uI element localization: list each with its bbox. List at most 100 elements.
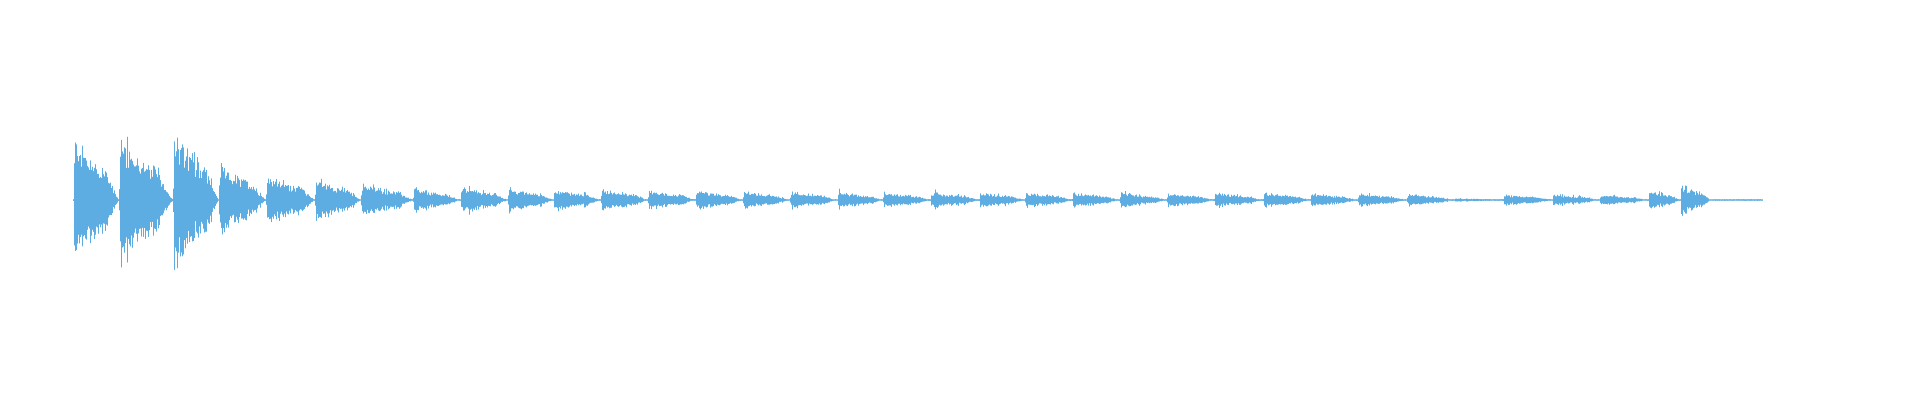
- waveform-sample: [961, 195, 962, 204]
- waveform-sample: [929, 199, 930, 201]
- waveform-sample: [643, 198, 644, 202]
- waveform-sample: [550, 198, 551, 202]
- waveform-sample: [771, 196, 772, 205]
- waveform-sample: [1620, 196, 1621, 203]
- waveform-sample: [1063, 197, 1064, 203]
- waveform-sample: [783, 197, 784, 202]
- waveform-sample: [1160, 199, 1161, 201]
- waveform-sample: [904, 196, 905, 205]
- waveform-sample: [715, 195, 716, 206]
- waveform-sample: [1254, 198, 1255, 202]
- waveform-sample: [430, 195, 431, 205]
- waveform-sample: [971, 198, 972, 203]
- waveform-sample: [382, 193, 383, 207]
- waveform-sample: [1727, 199, 1728, 201]
- waveform-sample: [994, 194, 995, 206]
- waveform-sample: [234, 181, 235, 223]
- waveform-sample: [1109, 197, 1110, 203]
- waveform-sample: [504, 199, 505, 202]
- waveform-sample: [214, 192, 215, 209]
- waveform-sample: [1244, 197, 1245, 203]
- waveform-sample: [954, 196, 955, 204]
- waveform-sample: [930, 199, 931, 201]
- waveform-sample: [1720, 199, 1721, 201]
- waveform-sample: [1629, 198, 1630, 202]
- waveform-sample: [1385, 196, 1386, 204]
- waveform-sample: [213, 190, 214, 208]
- waveform-sample: [163, 184, 164, 214]
- waveform-sample: [572, 194, 573, 205]
- waveform-sample: [867, 196, 868, 205]
- waveform-sample: [251, 187, 252, 215]
- waveform-sample: [304, 190, 305, 209]
- waveform-sample: [569, 193, 570, 207]
- waveform-sample: [1644, 199, 1645, 201]
- waveform-sample: [1621, 197, 1622, 203]
- waveform-sample: [944, 195, 945, 205]
- waveform-sample: [573, 194, 574, 206]
- waveform-sample: [87, 165, 88, 230]
- waveform-sample: [1049, 195, 1050, 205]
- waveform-sample: [562, 192, 563, 210]
- waveform-sample: [1306, 199, 1307, 201]
- waveform-sample: [476, 190, 477, 211]
- waveform-sample: [1345, 197, 1346, 203]
- waveform-sample: [993, 196, 994, 205]
- waveform-sample: [1601, 196, 1602, 205]
- waveform-sample: [1116, 199, 1117, 201]
- waveform-sample: [626, 194, 627, 208]
- waveform-sample: [1435, 197, 1436, 202]
- waveform-sample: [1740, 199, 1741, 201]
- waveform-sample: [1267, 195, 1268, 204]
- waveform-sample: [1227, 194, 1228, 205]
- waveform-sample: [1675, 198, 1676, 202]
- waveform-sample: [379, 190, 380, 212]
- waveform-sample: [1057, 196, 1058, 204]
- waveform-sample: [1188, 196, 1189, 204]
- waveform-sample: [793, 195, 794, 206]
- waveform-sample: [337, 188, 338, 211]
- waveform-sample: [92, 166, 93, 230]
- waveform-sample: [79, 156, 80, 244]
- waveform-sample: [116, 196, 117, 205]
- waveform-sample: [118, 199, 119, 201]
- waveform-sample: [1005, 195, 1006, 207]
- waveform-sample: [754, 193, 755, 207]
- waveform-sample: [372, 189, 373, 212]
- waveform-sample: [1422, 196, 1423, 204]
- waveform-sample: [1285, 194, 1286, 205]
- waveform-sample: [1009, 196, 1010, 204]
- waveform-sample: [77, 156, 78, 244]
- waveform-sample: [537, 194, 538, 206]
- waveform-sample: [503, 198, 504, 202]
- waveform-sample: [945, 196, 946, 205]
- waveform-sample: [1717, 199, 1718, 201]
- waveform-sample: [736, 197, 737, 202]
- waveform-sample: [162, 184, 163, 216]
- waveform-sample: [1536, 197, 1537, 203]
- waveform-sample: [906, 195, 907, 205]
- waveform-sample: [599, 199, 600, 201]
- waveform-sample: [165, 190, 166, 208]
- waveform-sample: [822, 197, 823, 203]
- waveform-sample: [1271, 193, 1272, 207]
- waveform-sample: [1066, 198, 1067, 202]
- waveform-sample: [355, 196, 356, 204]
- waveform-sample: [1327, 196, 1328, 204]
- waveform-sample: [264, 198, 265, 201]
- waveform-sample: [956, 195, 957, 205]
- waveform-sample: [1509, 195, 1510, 205]
- waveform-sample: [719, 195, 720, 206]
- waveform-sample: [1682, 185, 1683, 216]
- waveform-sample: [207, 183, 208, 220]
- waveform-sample: [400, 192, 401, 208]
- waveform-sample: [610, 190, 611, 208]
- waveform-sample: [249, 186, 250, 217]
- waveform-sample: [863, 195, 864, 205]
- waveform-sample: [1403, 199, 1404, 201]
- waveform-sample: [1338, 196, 1339, 204]
- waveform-sample: [1723, 199, 1724, 201]
- waveform-sample: [826, 197, 827, 203]
- waveform-sample: [373, 184, 374, 213]
- waveform-sample: [192, 153, 193, 242]
